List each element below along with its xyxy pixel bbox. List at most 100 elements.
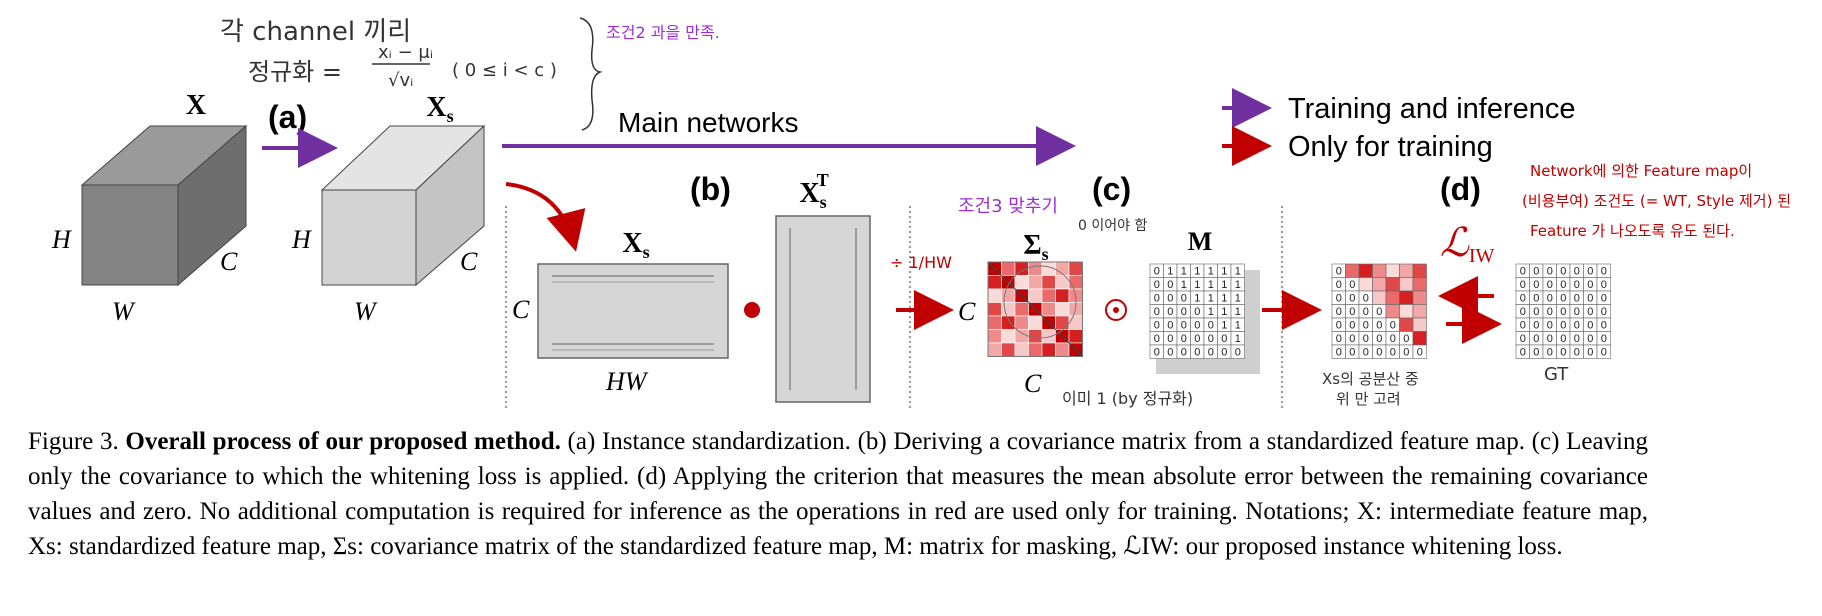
matrix-cell-value: 0 bbox=[1560, 293, 1566, 305]
note-xs-cov-1: Xs의 공분산 중 bbox=[1322, 370, 1419, 388]
hadamard-circle bbox=[1105, 299, 1127, 321]
matrix-cell bbox=[1372, 277, 1387, 292]
matrix-cell-value: 0 bbox=[1336, 293, 1342, 305]
matrix-cell bbox=[1399, 263, 1414, 278]
note-brace bbox=[579, 17, 603, 131]
matrix-cell-value: 0 bbox=[1181, 306, 1187, 318]
matrix-cell-value: 0 bbox=[1376, 347, 1382, 359]
matrix-cell-value: 0 bbox=[1533, 266, 1539, 278]
matrix-cell bbox=[1412, 317, 1427, 332]
matrix-cell-value: 0 bbox=[1167, 293, 1173, 305]
matrix-cell-value: 0 bbox=[1560, 320, 1566, 332]
matrix-cell-value: 0 bbox=[1560, 347, 1566, 359]
matrix-cell-value: 0 bbox=[1520, 347, 1526, 359]
matrix-cell-value: 1 bbox=[1221, 320, 1227, 332]
matrix-cell-value: 0 bbox=[1221, 347, 1227, 359]
sigma-cell bbox=[1028, 275, 1043, 290]
matrix-cell-value: 0 bbox=[1235, 347, 1241, 359]
matrix-cell-value: 0 bbox=[1336, 279, 1342, 291]
matrix-cell-value: 0 bbox=[1560, 279, 1566, 291]
cube-xs-label: Xs bbox=[426, 92, 453, 126]
matrix-cell-value: 0 bbox=[1194, 333, 1200, 345]
loss-symbol: ℒIW bbox=[1440, 220, 1494, 267]
matrix-cell-value: 0 bbox=[1601, 347, 1607, 359]
sigma-matrix bbox=[987, 261, 1083, 357]
matrix-cell-value: 0 bbox=[1390, 320, 1396, 332]
sigma-cell bbox=[1014, 275, 1029, 290]
matrix-cell-value: 0 bbox=[1390, 347, 1396, 359]
matrix-cell-value: 0 bbox=[1533, 279, 1539, 291]
matrix-cell-value: 1 bbox=[1235, 279, 1241, 291]
matrix-cell-value: 1 bbox=[1235, 306, 1241, 318]
matrix-cell bbox=[1412, 277, 1427, 292]
matrix-cell-value: 1 bbox=[1181, 266, 1187, 278]
cube-x bbox=[80, 124, 248, 287]
sigma-cell bbox=[1055, 302, 1070, 317]
matrix-cell-value: 1 bbox=[1221, 279, 1227, 291]
matrix-cell bbox=[1412, 331, 1427, 346]
matrix-cell-value: 0 bbox=[1363, 320, 1369, 332]
matrix-cell-value: 0 bbox=[1547, 347, 1553, 359]
main-networks-label: Main networks bbox=[618, 107, 799, 138]
matrix-cell-value: 0 bbox=[1363, 293, 1369, 305]
label-d: (d) bbox=[1440, 171, 1481, 207]
matrix-cell bbox=[1399, 304, 1414, 319]
xs-matrix-dim-c: C bbox=[512, 295, 530, 324]
cube-xs-dim-h: H bbox=[291, 225, 312, 254]
matrix-cell-value: 0 bbox=[1208, 333, 1214, 345]
legend-training-inference: Training and inference bbox=[1288, 93, 1576, 125]
matrix-cell-value: 0 bbox=[1181, 333, 1187, 345]
sigma-cell bbox=[1014, 329, 1029, 344]
matrix-cell-value: 0 bbox=[1601, 293, 1607, 305]
matrix-cell bbox=[1596, 344, 1611, 359]
note-d-2: (비용부여) 조건도 (= WT, Style 제거) 된 bbox=[1522, 192, 1791, 210]
matrix-cell-value: 0 bbox=[1574, 266, 1580, 278]
matrix-cell-value: 1 bbox=[1235, 266, 1241, 278]
xs-matrix bbox=[537, 263, 729, 359]
matrix-cell-value: 0 bbox=[1403, 333, 1409, 345]
matrix-cell-value: 0 bbox=[1349, 347, 1355, 359]
sigma-cell bbox=[1028, 261, 1043, 276]
matrix-cell bbox=[1412, 263, 1427, 278]
matrix-cell-value: 1 bbox=[1208, 279, 1214, 291]
sigma-cell bbox=[1001, 302, 1016, 317]
sigma-cell bbox=[1068, 261, 1083, 276]
matrix-cell-value: 0 bbox=[1574, 333, 1580, 345]
sigma-cell bbox=[1001, 261, 1016, 276]
matrix-cell bbox=[1230, 344, 1245, 359]
matrix-cell-value: 0 bbox=[1154, 306, 1160, 318]
matrix-cell-value: 0 bbox=[1587, 320, 1593, 332]
sigma-cell bbox=[1014, 315, 1029, 330]
matrix-cell-value: 0 bbox=[1547, 293, 1553, 305]
matrix-cell bbox=[1372, 263, 1387, 278]
cube-x-dim-h: H bbox=[51, 225, 72, 254]
matrix-cell-value: 0 bbox=[1403, 347, 1409, 359]
matrix-cell-value: 0 bbox=[1208, 347, 1214, 359]
note-xs-cov-2: 위 만 고려 bbox=[1336, 390, 1401, 408]
matrix-cell-value: 0 bbox=[1154, 333, 1160, 345]
matrix-cell-value: 0 bbox=[1560, 266, 1566, 278]
matrix-cell-value: 0 bbox=[1181, 320, 1187, 332]
sigma-cell bbox=[1041, 275, 1056, 290]
sigma-cell bbox=[987, 342, 1002, 357]
matrix-cell-value: 0 bbox=[1520, 266, 1526, 278]
matrix-cell-value: 0 bbox=[1336, 306, 1342, 318]
matrix-cell-value: 0 bbox=[1154, 266, 1160, 278]
xs-matrix-label: Xs bbox=[622, 228, 649, 262]
matrix-cell-value: 0 bbox=[1194, 306, 1200, 318]
matrix-cell-value: 0 bbox=[1376, 306, 1382, 318]
matrix-cell-value: 0 bbox=[1336, 266, 1342, 278]
sigma-cell bbox=[1028, 288, 1043, 303]
matrix-cell-value: 1 bbox=[1221, 266, 1227, 278]
matrix-cell-value: 0 bbox=[1587, 266, 1593, 278]
matrix-cell-value: 1 bbox=[1194, 279, 1200, 291]
sigma-cell bbox=[1028, 315, 1043, 330]
sigma-cell bbox=[1041, 302, 1056, 317]
arrow-to-b bbox=[505, 182, 586, 252]
matrix-cell-value: 0 bbox=[1574, 293, 1580, 305]
matrix-cell bbox=[1358, 277, 1373, 292]
matrix-cell-value: 1 bbox=[1221, 293, 1227, 305]
matrix-cell-value: 0 bbox=[1336, 333, 1342, 345]
matrix-cell-value: 0 bbox=[1520, 306, 1526, 318]
